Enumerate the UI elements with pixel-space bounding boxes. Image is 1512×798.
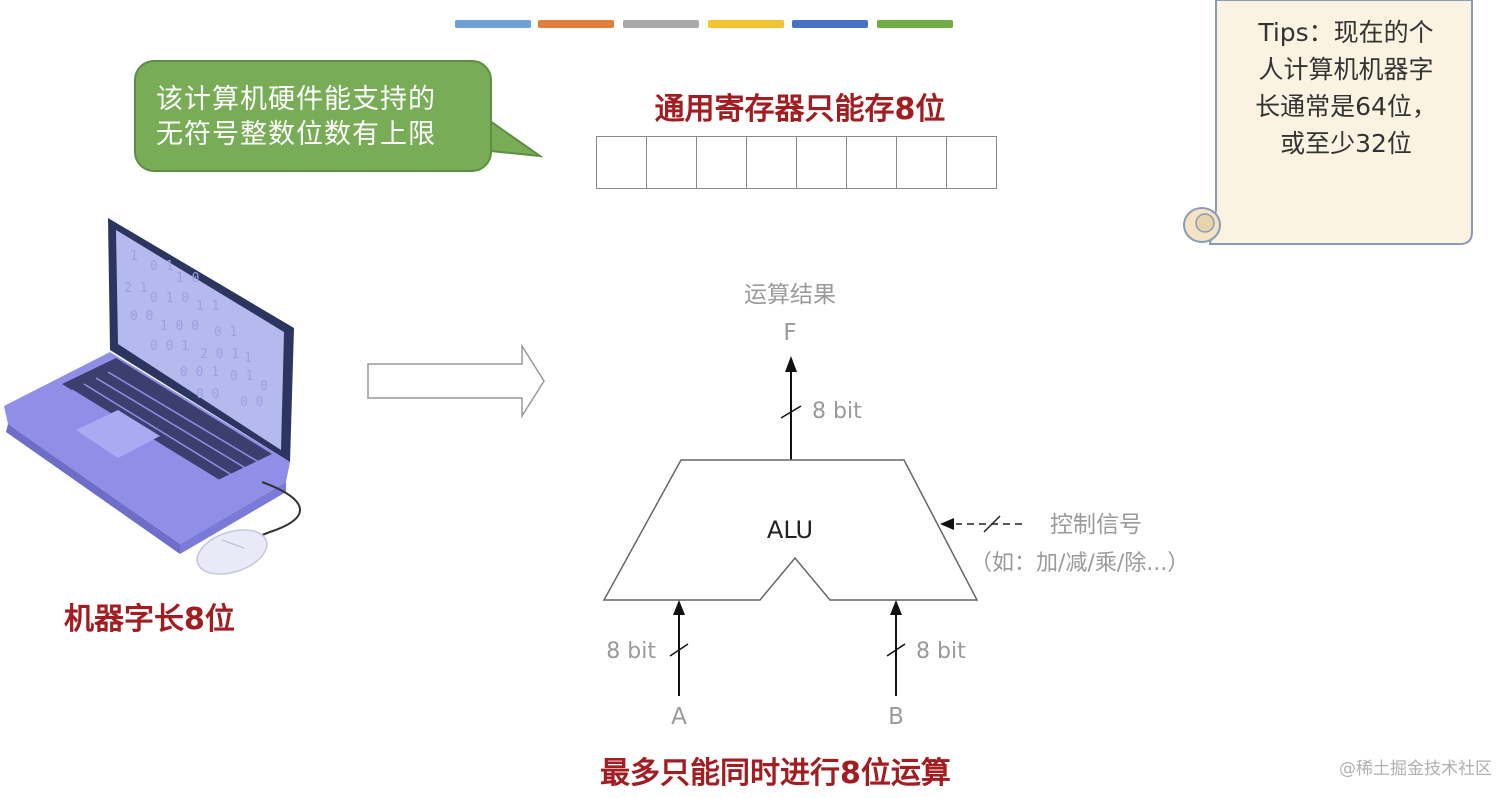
register-cell — [596, 136, 647, 189]
bubble-line-2: 无符号整数位数有上限 — [156, 119, 436, 150]
tips-line-3: 长通常是64位， — [1255, 92, 1437, 121]
color-bar-4 — [708, 20, 784, 28]
watermark: @稀土掘金技术社区 — [1339, 759, 1492, 779]
svg-text:2 1: 2 1 — [124, 281, 147, 296]
register-cell — [746, 136, 797, 189]
bubble-line-1: 该计算机硬件能支持的 — [156, 84, 436, 115]
svg-text:0 0: 0 0 — [130, 309, 153, 324]
output-width-label: 8 bit — [812, 399, 862, 424]
alu-shape — [602, 459, 979, 601]
register-cell — [696, 136, 747, 189]
svg-text:2 0 1: 2 0 1 — [200, 347, 239, 362]
svg-text:0 0 1: 0 0 1 — [150, 339, 189, 354]
svg-text:1: 1 — [130, 249, 138, 264]
control-arrowhead — [940, 518, 954, 530]
register-cell — [646, 136, 697, 189]
register-cell — [946, 136, 997, 189]
output-arrowhead — [785, 356, 797, 372]
svg-text:0 0 1: 0 0 1 — [180, 365, 219, 380]
input-b-width: 8 bit — [916, 639, 966, 664]
svg-text:0: 0 — [260, 379, 268, 394]
svg-text:0 1: 0 1 — [230, 369, 253, 384]
svg-text:0 1 0: 0 1 0 — [150, 291, 189, 306]
result-label: 运算结果 — [744, 282, 836, 308]
svg-text:1 1: 1 1 — [196, 299, 219, 314]
svg-text:1 0: 1 0 — [176, 271, 199, 286]
svg-text:0 0: 0 0 — [196, 387, 219, 402]
control-examples: （如：加/减/乘/除...） — [970, 551, 1189, 576]
hollow-arrow-icon — [367, 344, 545, 418]
svg-text:0 1: 0 1 — [150, 259, 173, 274]
register-cells — [596, 136, 997, 189]
input-a-label: A — [671, 704, 687, 730]
svg-text:1 0 0: 1 0 0 — [160, 319, 199, 334]
laptop-label: 机器字长8位 — [64, 602, 235, 637]
svg-text:1: 1 — [244, 351, 252, 366]
color-bar-5 — [792, 20, 868, 28]
tips-line-2: 人计算机机器字 — [1258, 55, 1434, 84]
register-cell — [896, 136, 947, 189]
input-b-bus-slash — [886, 643, 906, 657]
tips-line-1: Tips：现在的个 — [1258, 18, 1434, 47]
input-b-arrowhead — [890, 600, 902, 615]
bottom-caption: 最多只能同时进行8位运算 — [600, 756, 951, 791]
control-label: 控制信号 — [1050, 512, 1142, 538]
color-bar-2 — [538, 20, 614, 28]
color-bar-3 — [623, 20, 699, 28]
alu-label: ALU — [767, 516, 813, 544]
input-a-bus-slash — [669, 643, 689, 657]
svg-text:0 0: 0 0 — [240, 395, 263, 410]
control-bus-slash — [983, 515, 1001, 533]
tips-line-4: 或至少32位 — [1280, 129, 1412, 158]
tips-text: Tips：现在的个 人计算机机器字 长通常是64位， 或至少32位 — [1230, 14, 1462, 162]
register-title: 通用寄存器只能存8位 — [654, 92, 946, 127]
color-bar-6 — [877, 20, 953, 28]
input-a-arrowhead — [673, 600, 685, 615]
tips-scroll-icon — [1183, 0, 1473, 245]
output-f-label: F — [783, 320, 796, 346]
output-bus-slash — [780, 405, 802, 419]
alu-diagram: 运算结果 F 8 bit ALU 控制信号 （如：加/减/乘/除...） 8 b… — [602, 282, 1189, 730]
color-bar-1 — [455, 20, 531, 28]
input-a-width: 8 bit — [606, 639, 656, 664]
speech-bubble: 该计算机硬件能支持的 无符号整数位数有上限 — [134, 60, 492, 172]
register-cell — [796, 136, 847, 189]
svg-text:0 1: 0 1 — [214, 325, 237, 340]
bubble-text: 该计算机硬件能支持的 无符号整数位数有上限 — [156, 82, 476, 152]
register-cell — [846, 136, 897, 189]
input-b-label: B — [888, 704, 904, 730]
